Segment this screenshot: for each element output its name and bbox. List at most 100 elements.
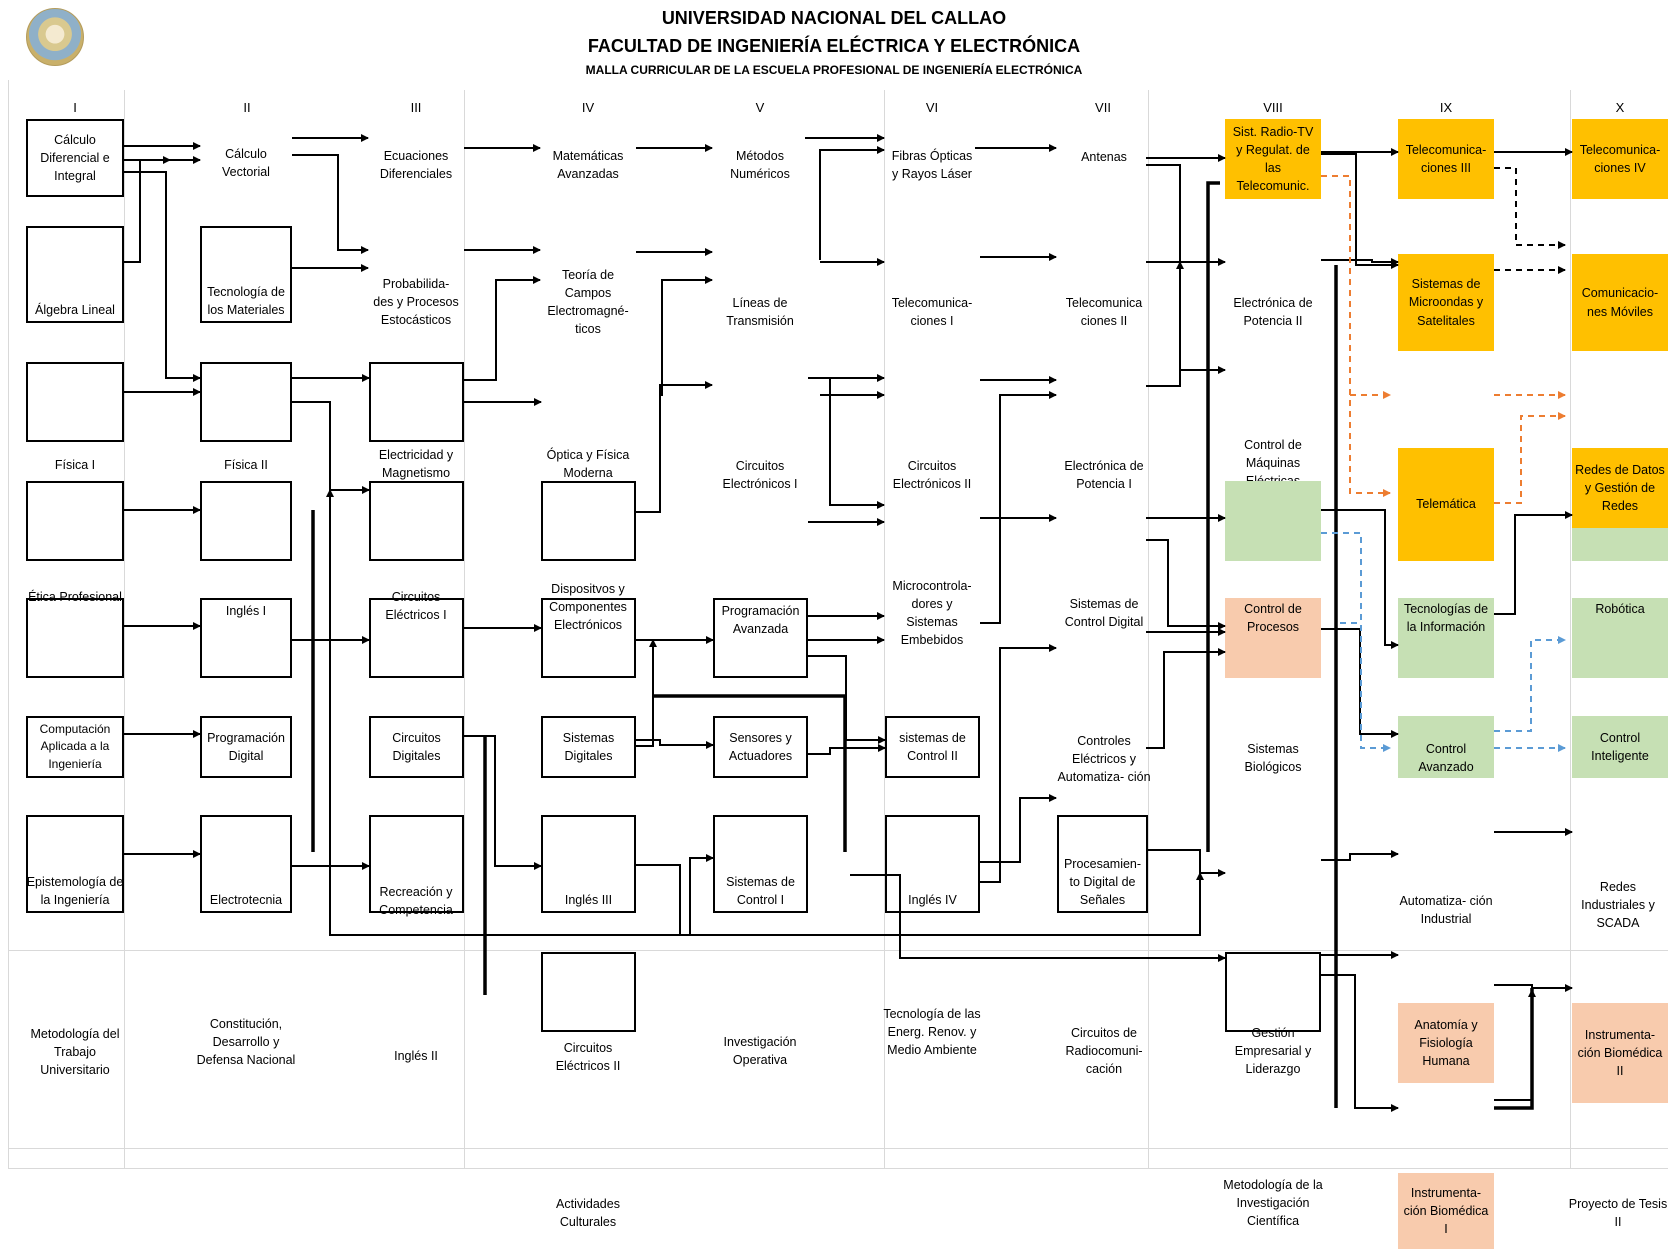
faculty-title: FACULTAD DE INGENIERÍA ELÉCTRICA Y ELECT… xyxy=(587,36,1081,56)
course-sistemas-digitales[interactable]: Sistemas Digitales xyxy=(541,716,636,778)
course-telecomunicaciones-ii[interactable]: Telecomunica ciones II xyxy=(1056,282,1152,342)
course-procesamiento-digital[interactable]: Procesamien- to Digital de Señales xyxy=(1057,815,1148,913)
course-programacion-digital[interactable]: Programación Digital xyxy=(200,716,292,778)
course-control-avanzado[interactable]: Control Avanzado xyxy=(1398,716,1494,778)
course-anatomia-fisiologia[interactable]: Anatomía y Fisiología Humana xyxy=(1398,1003,1494,1083)
course-calculo-vectorial[interactable]: Cálculo Vectorial xyxy=(200,128,292,198)
course-electricidad-box[interactable] xyxy=(369,362,464,442)
course-label: Telecomunica- ciones IV xyxy=(1579,142,1661,175)
course-label: Control de Procesos xyxy=(1244,602,1302,635)
course-fisica-ii-box[interactable] xyxy=(200,362,292,442)
course-label: Ecuaciones Diferenciales xyxy=(379,148,453,181)
course-control-procesos[interactable]: Control de Procesos xyxy=(1225,598,1321,678)
course-box[interactable] xyxy=(200,481,292,561)
course-label: Cálculo Vectorial xyxy=(222,146,270,179)
course-computacion-aplicada[interactable]: Computación Aplicada a la Ingeniería xyxy=(26,716,124,778)
course-circuitos-electronicos-i[interactable]: Circuitos Electrónicos I xyxy=(712,445,808,505)
course-label: Control Inteligente xyxy=(1591,730,1649,763)
grid-line xyxy=(8,950,1668,951)
course-label: Telecomunica- ciones III xyxy=(1405,142,1487,175)
course-matematicas-avanzadas[interactable]: Matemáticas Avanzadas xyxy=(540,135,636,195)
course-label: Sensores y Actuadores xyxy=(728,730,793,763)
course-optica-box[interactable] xyxy=(541,481,636,561)
course-etica: Ética Profesional xyxy=(28,590,122,604)
semester-label: V xyxy=(755,100,765,115)
course-robotica[interactable]: Robótica xyxy=(1572,598,1668,678)
course-circuitos-electricos-ii: Circuitos Eléctricos II xyxy=(555,1041,621,1074)
course-comunicaciones-moviles[interactable]: Comunicacio- nes Móviles xyxy=(1572,254,1668,351)
course-ingles-iv[interactable]: Inglés IV xyxy=(885,815,980,913)
course-label: Sistemas de Microondas y Satelitales xyxy=(1408,277,1484,328)
course-circuitos-electricos-ii-box[interactable] xyxy=(541,952,636,1032)
course-circuitos-electronicos-ii[interactable]: Circuitos Electrónicos II xyxy=(884,445,980,505)
course-sistemas-biologicos[interactable]: Sistemas Biológicos xyxy=(1225,728,1321,788)
course-redes-datos-extension xyxy=(1572,528,1668,561)
course-telematica[interactable]: Telemática xyxy=(1398,448,1494,561)
course-epistemologia: Epistemología de la Ingeniería xyxy=(26,875,124,908)
course-gestion-box[interactable] xyxy=(1225,952,1321,1032)
course-sistemas-radio-tv[interactable]: Sist. Radio-TV y Regulat. de las Telecom… xyxy=(1225,119,1321,199)
course-dispositivos-box[interactable] xyxy=(541,598,636,678)
semester-label: I xyxy=(73,100,77,115)
course-sensores-actuadores[interactable]: Sensores y Actuadores xyxy=(713,716,808,778)
course-recreacion-box[interactable] xyxy=(369,815,464,913)
grid-line xyxy=(8,1168,1668,1169)
course-programacion-avanzada[interactable]: Programación Avanzada xyxy=(713,598,808,678)
course-teoria-campos[interactable]: Teoría de Campos Electromagné- ticos xyxy=(540,262,636,342)
course-antenas[interactable]: Antenas xyxy=(1056,142,1152,172)
course-electricidad-magnetismo: Electricidad y Magnetismo xyxy=(378,448,454,481)
course-label: Sistemas de Control I xyxy=(726,874,795,907)
course-label: Circuitos Electrónicos I xyxy=(722,458,798,491)
course-label: Telecomunica ciones II xyxy=(1065,295,1143,328)
course-box[interactable] xyxy=(369,481,464,561)
grid-line xyxy=(8,1148,1668,1149)
course-label: Inglés I xyxy=(225,604,267,618)
course-electronica-potencia-i[interactable]: Electrónica de Potencia I xyxy=(1056,445,1152,505)
course-electrotecnia[interactable]: Electrotecnia xyxy=(200,815,292,913)
course-probabilidades[interactable]: Probabilida- des y Procesos Estocásticos xyxy=(368,272,464,332)
course-calculo-diferencial[interactable]: Cálculo Diferencial e Integral xyxy=(26,119,124,197)
course-circuitos-electricos-i-box[interactable] xyxy=(369,598,464,678)
course-fisica-i-box[interactable] xyxy=(26,362,124,442)
course-label: Redes Industriales y SCADA xyxy=(1581,879,1655,931)
course-telecomunicaciones-i[interactable]: Telecomunica- ciones I xyxy=(884,282,980,342)
course-sistemas-control-i[interactable]: Sistemas de Control I xyxy=(713,815,808,913)
course-algebra-lineal[interactable]: Álgebra Lineal xyxy=(26,226,124,323)
course-label: sistemas de Control II xyxy=(899,730,966,763)
course-lineas-transmision[interactable]: Líneas de Transmisión xyxy=(712,282,808,342)
course-box[interactable] xyxy=(26,481,124,561)
course-sistemas-microondas[interactable]: Sistemas de Microondas y Satelitales xyxy=(1398,254,1494,351)
course-instrumentacion-biomedica-i[interactable]: Instrumenta- ción Biomédica I xyxy=(1398,1173,1494,1249)
course-metodos-numericos[interactable]: Métodos Numéricos xyxy=(712,135,808,195)
course-metodologia-trabajo: Metodología del Trabajo Universitario xyxy=(30,1027,120,1078)
course-etica-box[interactable] xyxy=(26,598,124,678)
course-telecomunicaciones-iv[interactable]: Telecomunica- ciones IV xyxy=(1572,119,1668,199)
grid-line xyxy=(1570,90,1571,1168)
course-electronica-potencia-ii[interactable]: Electrónica de Potencia II xyxy=(1225,282,1321,342)
course-optica-fisica: Óptica y Física Moderna xyxy=(546,448,630,481)
course-recreacion-competencia: Recreación y Competencia xyxy=(379,885,453,918)
course-automatizacion-industrial[interactable]: Automatiza- ción Industrial xyxy=(1394,880,1498,940)
course-circuitos-digitales[interactable]: Circuitos Digitales xyxy=(369,716,464,778)
course-control-maquinas-box[interactable] xyxy=(1225,481,1321,561)
course-redes-industriales[interactable]: Redes Industriales y SCADA xyxy=(1568,870,1668,940)
course-control-inteligente[interactable]: Control Inteligente xyxy=(1572,716,1668,778)
course-controles-electricos[interactable]: Controles Eléctricos y Automatiza- ción xyxy=(1052,718,1156,800)
semester-label: II xyxy=(243,100,251,115)
course-ecuaciones-diferenciales[interactable]: Ecuaciones Diferenciales xyxy=(368,135,464,195)
course-tecnologia-materiales[interactable]: Tecnología de los Materiales xyxy=(200,226,292,323)
course-ingles-i[interactable]: Inglés I xyxy=(200,598,292,678)
course-tecnologias-informacion[interactable]: Tecnologías de la Información xyxy=(1398,598,1494,678)
semester-label: VII xyxy=(1095,100,1111,115)
course-sistemas-control-ii[interactable]: sistemas de Control II xyxy=(885,716,980,778)
course-telecomunicaciones-iii[interactable]: Telecomunica- ciones III xyxy=(1398,119,1494,199)
course-label: Microcontrola- dores y Sistemas Embebido… xyxy=(892,578,972,648)
course-instrumentacion-biomedica-ii[interactable]: Instrumenta- ción Biomédica II xyxy=(1572,1003,1668,1103)
course-fibras-opticas[interactable]: Fibras Ópticas y Rayos Láser xyxy=(884,135,980,195)
course-redes-datos[interactable]: Redes de Datos y Gestión de Redes xyxy=(1572,448,1668,528)
course-sistemas-control-digital[interactable]: Sistemas de Control Digital xyxy=(1056,578,1152,648)
course-ingles-iii[interactable]: Inglés III xyxy=(541,815,636,913)
course-fisica-i: Física I xyxy=(54,458,96,472)
course-epistemologia-box[interactable] xyxy=(26,815,124,913)
course-microcontroladores[interactable]: Microcontrola- dores y Sistemas Embebido… xyxy=(884,568,980,658)
